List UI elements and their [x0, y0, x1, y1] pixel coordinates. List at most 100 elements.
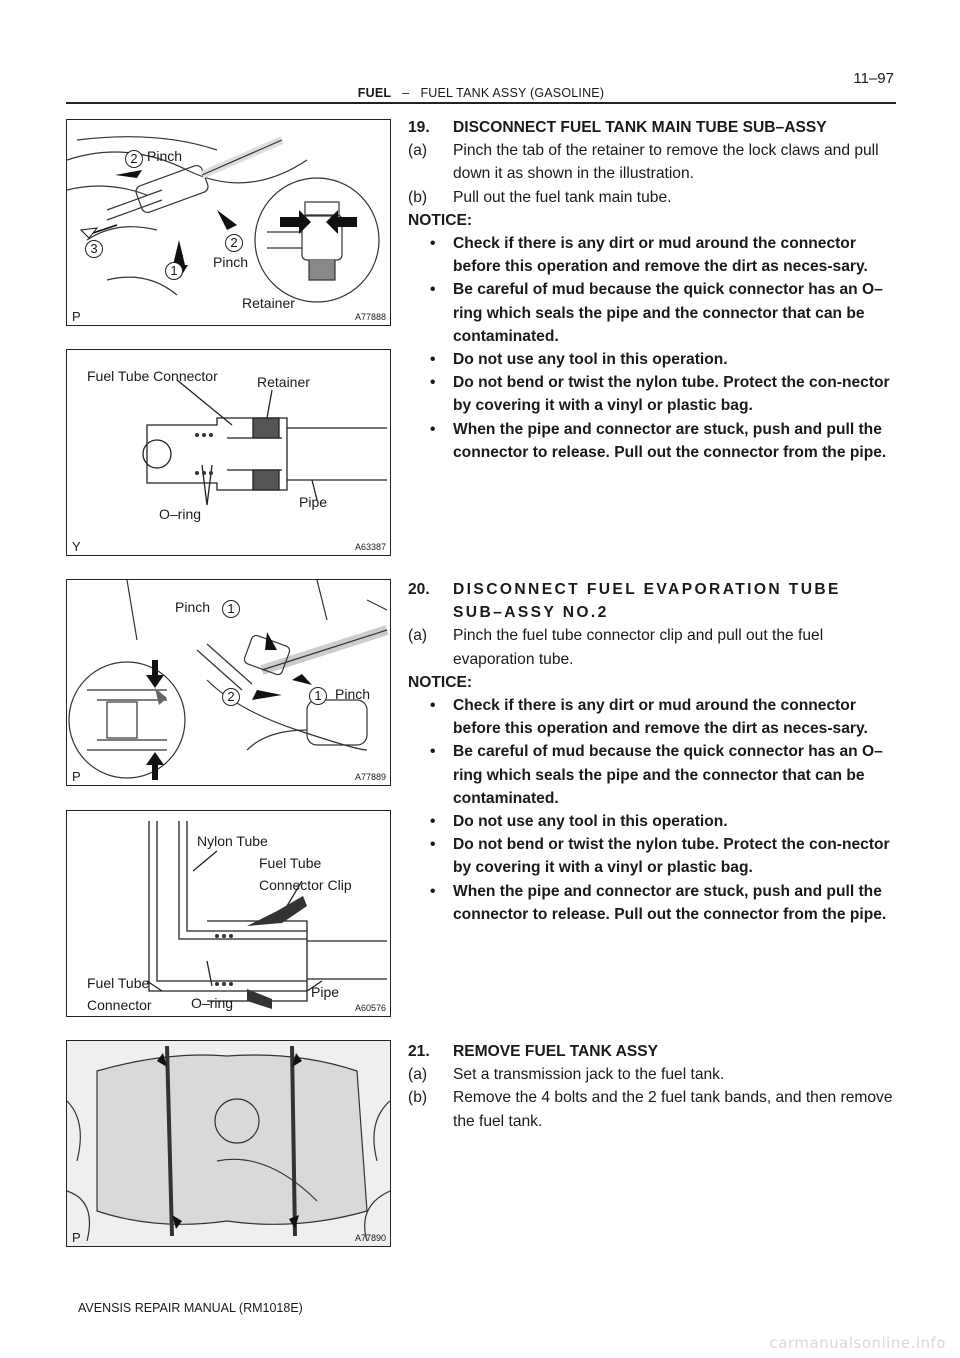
figure-4-drawing	[146, 821, 387, 1009]
step-21-b-text: Remove the 4 bolts and the 2 fuel tank b…	[453, 1089, 893, 1130]
label-retainer-2: Retainer	[257, 374, 310, 390]
step-20-a-label: (a)	[408, 627, 428, 645]
header-separator: –	[402, 86, 410, 100]
header-section: FUEL	[357, 86, 392, 100]
figure-2-drawing	[142, 379, 387, 506]
step-19-bullet: • When the pipe and connector are stuck, …	[408, 418, 898, 464]
step-20-number: 20.	[408, 581, 430, 598]
watermark: carmanualsonline.info	[769, 1334, 946, 1352]
label-fuel-tube-connector: Fuel Tube Connector	[87, 368, 218, 384]
bullet-dot: •	[430, 420, 436, 438]
figure-evap-tube-pinch: Pinch 1 2 1 Pinch P A77889	[66, 579, 391, 786]
step-19-bullet: • Do not use any tool in this operation.	[408, 348, 898, 371]
step-20-heading: 20. DISCONNECT FUEL EVAPORATION TUBE SUB–…	[408, 578, 898, 624]
figure-3-corner-mark: P	[72, 769, 81, 784]
figure-1-drawing	[67, 136, 380, 303]
step-21: 21. REMOVE FUEL TANK ASSY (a) Set a transm…	[408, 1040, 898, 1133]
step-21-heading: 21. REMOVE FUEL TANK ASSY	[408, 1040, 898, 1063]
step-20: 20. DISCONNECT FUEL EVAPORATION TUBE SUB–…	[408, 578, 898, 926]
page-header: FUEL – FUEL TANK ASSY (GASOLINE) 11–97	[66, 62, 896, 104]
label-pinch-top: Pinch	[147, 148, 183, 164]
callout-1-right: 1	[309, 687, 327, 705]
bullet-text: Do not bend or twist the nylon tube. Pro…	[453, 374, 890, 415]
step-19-notice: NOTICE:	[408, 211, 473, 229]
figure-2-corner-mark: Y	[72, 539, 81, 554]
page-number: 11–97	[853, 70, 894, 87]
callout-1: 1	[165, 262, 183, 280]
figure-retainer-pinch: Pinch 2 2 Pinch 3 1 Retainer P A77888	[66, 119, 391, 326]
step-20-bullet: • Check if there is any dirt or mud aroun…	[408, 694, 898, 740]
step-21-b-label: (b)	[408, 1089, 428, 1107]
step-21-title: REMOVE FUEL TANK ASSY	[453, 1043, 659, 1060]
bullet-text: Check if there is any dirt or mud around…	[453, 697, 868, 738]
step-19-b-label: (b)	[408, 188, 428, 206]
figure-1-code: A77888	[354, 312, 386, 322]
step-20-bullet: • Do not use any tool in this operation.	[408, 810, 898, 833]
label-nylon-tube: Nylon Tube	[197, 833, 268, 849]
figure-3-drawing	[68, 580, 389, 780]
step-21-b: (b) Remove the 4 bolts and the 2 fuel tan…	[408, 1086, 898, 1132]
label-pipe: Pipe	[299, 494, 328, 510]
figure-4-code: A60576	[354, 1003, 386, 1013]
bullet-text: Be careful of mud because the quick conn…	[453, 281, 883, 345]
label-pipe-4: Pipe	[311, 984, 340, 1000]
figure-fuel-tank: P A77890	[66, 1040, 391, 1247]
figure-1-corner-mark: P	[72, 309, 81, 324]
figure-5-drawing	[67, 1041, 390, 1246]
step-19-b-text: Pull out the fuel tank main tube.	[453, 188, 672, 206]
figure-5-corner-mark: P	[72, 1230, 81, 1245]
bullet-dot: •	[430, 813, 436, 831]
bullet-dot: •	[430, 882, 436, 900]
bullet-dot: •	[430, 743, 436, 761]
bullet-text: Do not bend or twist the nylon tube. Pro…	[453, 836, 890, 877]
figure-3-code: A77889	[354, 772, 386, 782]
step-20-a: (a) Pinch the fuel tube connector clip an…	[408, 624, 898, 670]
callout-3: 3	[85, 240, 103, 258]
header-subtitle: FUEL TANK ASSY (GASOLINE)	[420, 86, 605, 100]
step-21-a-label: (a)	[408, 1066, 428, 1084]
callout-2-top: 2	[125, 150, 143, 168]
step-21-number: 21.	[408, 1043, 430, 1060]
label-connector-line-1: Fuel Tube	[87, 975, 150, 991]
step-19-b: (b) Pull out the fuel tank main tube.	[408, 186, 898, 209]
step-20-a-text: Pinch the fuel tube connector clip and p…	[453, 627, 824, 668]
figure-5-code: A77890	[354, 1233, 386, 1243]
bullet-text: When the pipe and connector are stuck, p…	[453, 420, 887, 461]
step-20-bullet: • When the pipe and connector are stuck, …	[408, 880, 898, 926]
step-19-bullet: •Check if there is any dirt or mud aroun…	[408, 232, 898, 278]
step-20-notice: NOTICE:	[408, 673, 473, 691]
bullet-dot: •	[430, 697, 436, 715]
bullet-text: When the pipe and connector are stuck, p…	[453, 882, 887, 923]
callout-1-top: 1	[222, 600, 240, 618]
figure-2-code: A63387	[354, 542, 386, 552]
label-pinch-mid: Pinch	[213, 254, 249, 270]
step-19-heading: 19. DISCONNECT FUEL TANK MAIN TUBE SUB–AS…	[408, 116, 898, 139]
step-19-number: 19.	[408, 119, 430, 136]
figure-connector-cross-section: Fuel Tube Connector Retainer O–ring Pipe…	[66, 349, 391, 556]
label-clip-line-1: Fuel Tube	[259, 855, 322, 871]
bullet-dot: •	[430, 836, 436, 854]
step-19-a: (a) Pinch the tab of the retainer to remo…	[408, 139, 898, 185]
bullet-text: Do not use any tool in this operation.	[453, 351, 728, 369]
label-o-ring: O–ring	[159, 506, 202, 522]
step-19-title: DISCONNECT FUEL TANK MAIN TUBE SUB–ASSY	[453, 119, 827, 136]
step-20-bullet: •Be careful of mud because the quick con…	[408, 740, 898, 810]
step-19: 19. DISCONNECT FUEL TANK MAIN TUBE SUB–AS…	[408, 116, 898, 464]
callout-2-mid: 2	[225, 234, 243, 252]
step-19-a-text: Pinch the tab of the retainer to remove …	[453, 142, 879, 183]
step-19-bullet: •Do not bend or twist the nylon tube. Pr…	[408, 371, 898, 417]
callout-2-3: 2	[222, 688, 240, 706]
label-o-ring-4: O–ring	[191, 995, 234, 1011]
label-pinch-top-3: Pinch	[175, 599, 211, 615]
figure-nylon-tube-clip: Nylon Tube Fuel Tube Connector Clip Fuel…	[66, 810, 391, 1017]
label-retainer: Retainer	[242, 295, 295, 311]
header-title: FUEL – FUEL TANK ASSY (GASOLINE)	[66, 86, 896, 100]
step-21-a-text: Set a transmission jack to the fuel tank…	[453, 1066, 725, 1084]
bullet-text: Do not use any tool in this operation.	[453, 813, 728, 831]
step-20-bullet: • Do not bend or twist the nylon tube. Pr…	[408, 833, 898, 879]
step-19-bullet: •Be careful of mud because the quick con…	[408, 278, 898, 348]
step-19-a-label: (a)	[408, 142, 428, 160]
step-21-a: (a) Set a transmission jack to the fuel t…	[408, 1063, 898, 1086]
bullet-dot: •	[430, 351, 436, 369]
step-20-title: DISCONNECT FUEL EVAPORATION TUBE SUB–ASS…	[453, 581, 841, 622]
